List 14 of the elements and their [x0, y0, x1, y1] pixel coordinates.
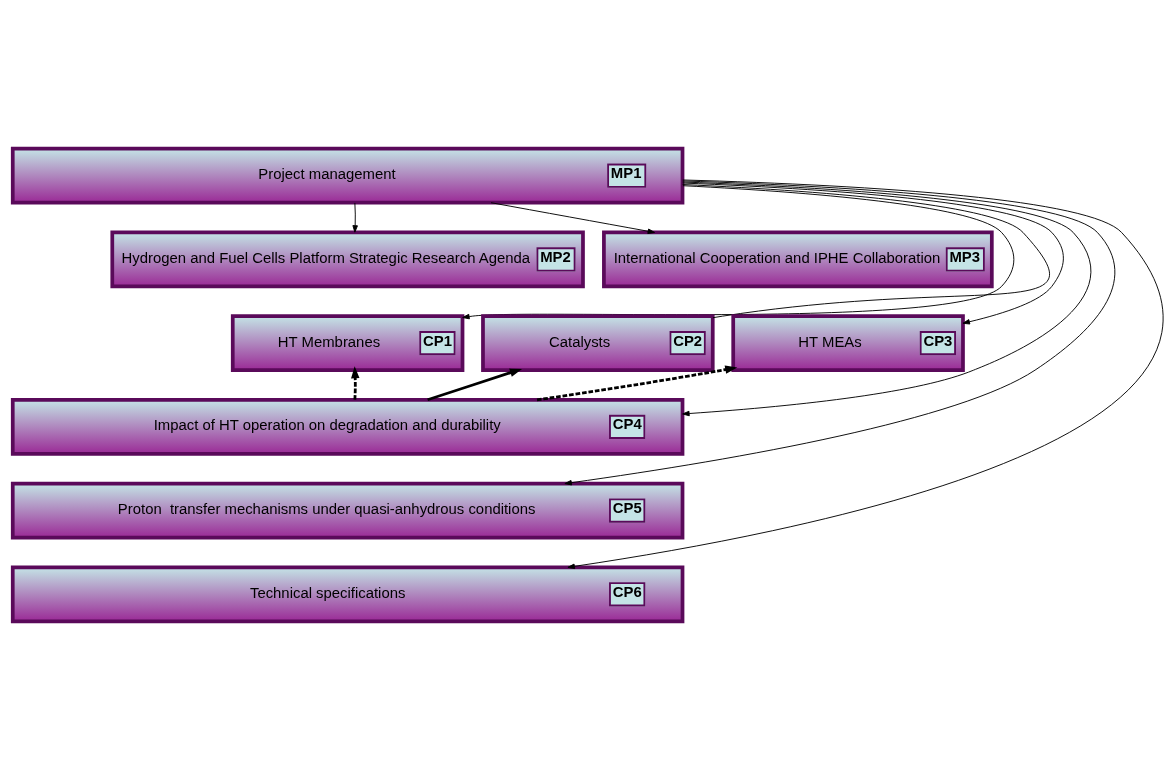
arrow [351, 366, 360, 400]
arrow [352, 202, 358, 233]
arrow [536, 365, 738, 402]
arrow [427, 368, 522, 402]
arrow [682, 181, 1092, 417]
node-box: Catalysts CP2 [481, 314, 715, 372]
node-box: Impact of HT operation on degradation and durability CP4 [10, 398, 685, 456]
arrow [490, 202, 656, 234]
node-box: HT Membranes CP1 [230, 314, 465, 372]
arrow [564, 180, 1116, 486]
node-box: HT MEAs CP3 [731, 314, 965, 372]
node-box: Project management MP1 [10, 146, 685, 205]
arrow [567, 179, 1164, 570]
node-box: Hydrogen and Fuel Cells Platform Strategic Research Agenda MP2 [110, 230, 585, 289]
